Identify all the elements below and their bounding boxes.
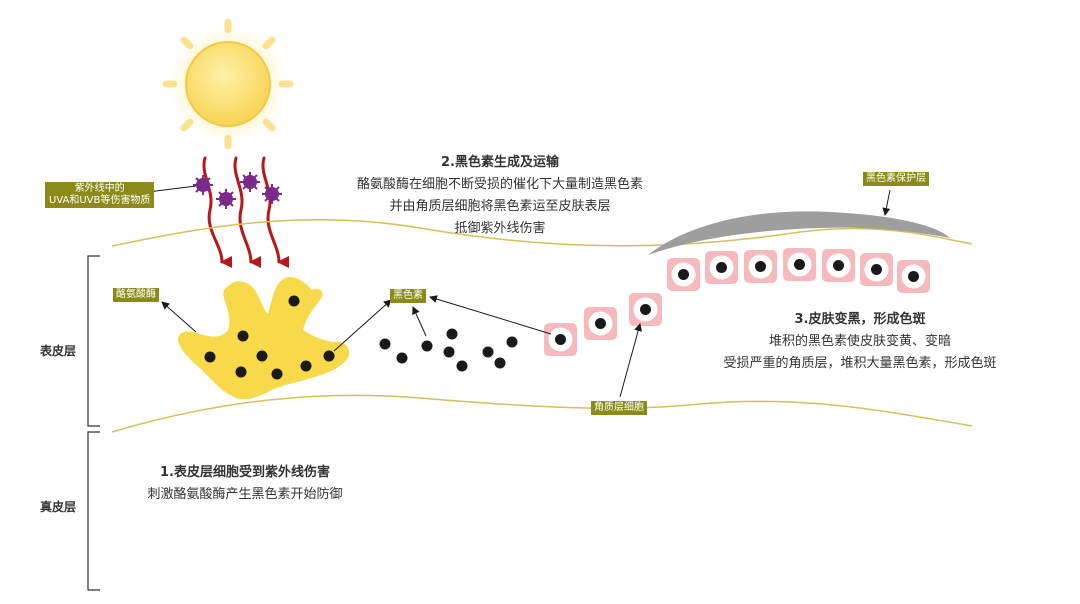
step2-title: 2.黑色素生成及运输	[441, 155, 559, 170]
arrow-melanin-label-3	[429, 295, 552, 335]
dermis-boundary	[111, 394, 973, 433]
step3-text: 3.皮肤变黑，形成色斑 堆积的黑色素使皮肤变黄、变暗 受损严重的角质层，堆积大量…	[680, 309, 1040, 375]
tyrosinase-cell	[178, 277, 350, 400]
uv-particle-icon	[262, 184, 282, 204]
dermis-bracket	[87, 431, 100, 591]
sun-icon	[162, 18, 294, 150]
shield-label: 黑色素保护层	[863, 172, 929, 186]
keratinocyte-cell	[860, 253, 893, 286]
uv-ray	[202, 156, 233, 268]
step2-text: 2.黑色素生成及运输 酪氨酸酶在细胞不断受损的催化下大量制造黑色素 并由角质层细…	[300, 152, 700, 240]
step2-line: 并由角质层细胞将黑色素运至皮肤表层	[389, 199, 611, 214]
uv-rays	[202, 156, 290, 268]
melanin-label: 黑色素	[390, 289, 426, 303]
tyrosinase-label: 酪氨酸酶	[113, 288, 159, 302]
step3-title: 3.皮肤变黑，形成色斑	[794, 312, 926, 327]
pointer-arrows	[139, 185, 891, 398]
arrow-shield-label	[882, 189, 891, 216]
keratinocyte-label: 角质层细胞	[591, 401, 647, 415]
arrow-tyrosinase-label	[161, 301, 197, 333]
keratinocyte-cell	[744, 250, 777, 283]
keratinocyte-cell	[629, 293, 662, 326]
melanin-shield	[648, 211, 950, 255]
dermis-label: 真皮层	[40, 500, 77, 514]
tyrosinase-melanin	[204, 295, 335, 380]
epidermis-bracket	[87, 255, 100, 427]
keratinocyte-cell	[783, 248, 816, 281]
keratinocyte-cell	[897, 260, 930, 293]
step3-line: 受损严重的角质层，堆积大量黑色素，形成色斑	[723, 356, 997, 371]
uv-ray	[261, 156, 290, 268]
step1-line: 刺激酪氨酸酶产生黑色素开始防御	[147, 487, 343, 502]
epidermis-label: 表皮层	[40, 344, 77, 358]
keratinocyte-cell	[544, 323, 577, 356]
skin-surface-boundary	[111, 218, 973, 247]
uv-particle-icon	[216, 189, 236, 209]
uv-label: 紫外线中的 UVA和UVB等伤害物质	[45, 182, 155, 208]
uv-particle-icon	[193, 175, 213, 195]
step1-title: 1.表皮层细胞受到紫外线伤害	[160, 465, 330, 480]
uv-label-line1: 紫外线中的	[74, 183, 125, 194]
uv-particles	[193, 172, 282, 209]
uv-label-line2: UVA和UVB等伤害物质	[49, 195, 151, 206]
uv-particle-icon	[240, 172, 260, 192]
arrow-keratinocyte-label	[619, 323, 643, 398]
arrow-melanin-label-2	[412, 306, 427, 337]
keratinocyte-cell	[822, 249, 855, 282]
arrow-melanin-label-1	[333, 299, 392, 352]
uv-ray	[233, 156, 262, 268]
keratinocyte-cell	[705, 251, 738, 284]
step3-line: 堆积的黑色素使皮肤变黄、变暗	[768, 334, 951, 349]
keratinocyte-cell	[584, 307, 617, 340]
step2-line: 抵御紫外线伤害	[454, 221, 546, 236]
step1-text: 1.表皮层细胞受到紫外线伤害 刺激酪氨酸酶产生黑色素开始防御	[100, 462, 390, 506]
keratinocyte-cells	[544, 248, 930, 356]
step2-line: 酪氨酸酶在细胞不断受损的催化下大量制造黑色素	[356, 177, 643, 192]
free-melanin-dots	[379, 328, 518, 372]
keratinocyte-cell	[667, 258, 700, 291]
